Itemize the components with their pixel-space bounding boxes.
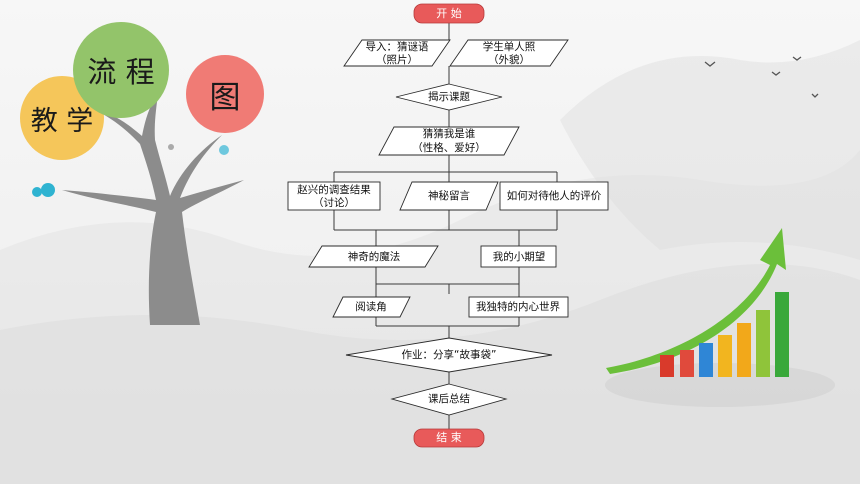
end-terminal — [413, 428, 485, 448]
magic-node — [308, 245, 439, 268]
bird-icon — [771, 71, 781, 76]
zhao-survey-node — [287, 181, 381, 211]
bar — [660, 355, 674, 377]
title-circle-chart: 图 — [186, 55, 264, 133]
zhao-survey-sub: （讨论） — [313, 196, 355, 209]
bar — [680, 350, 694, 377]
title-text-chart: 图 — [209, 79, 241, 116]
homework-label: 作业：分享“故事袋” — [402, 348, 497, 361]
dot-decoration — [219, 145, 229, 155]
bar-group — [660, 292, 789, 377]
intro-riddle-sub: （照片） — [376, 53, 418, 66]
how-treat-node — [499, 181, 609, 211]
bar — [775, 292, 789, 377]
inner-world-label: 我独特的内心世界 — [476, 300, 560, 313]
how-treat-label: 如何对待他人的评价 — [507, 189, 602, 202]
birds — [704, 56, 819, 98]
bird-icon — [811, 93, 819, 98]
inner-world-node — [468, 296, 569, 318]
zhao-survey-label: 赵兴的调查结果 — [297, 183, 371, 196]
bar — [737, 323, 751, 377]
guess-who-node — [378, 126, 520, 156]
bar — [718, 335, 732, 377]
guess-who-label: 猜猜我是谁 — [423, 127, 476, 140]
mountain-right — [560, 40, 860, 260]
tree-graphic — [32, 67, 253, 325]
bird-icon — [792, 56, 802, 61]
secret-message-label: 神秘留言 — [428, 189, 470, 202]
intro-photo-sub: （外貌） — [488, 53, 530, 66]
reading-corner-node — [332, 296, 411, 318]
intro-riddle-label: 导入：猜谜语 — [366, 40, 429, 53]
title-text-teach: 教 学 — [30, 105, 94, 137]
bird-icon — [704, 61, 716, 67]
flowchart-connectors — [333, 22, 558, 429]
growth-arrow — [606, 228, 786, 374]
title-circle-flow: 流 程 — [73, 22, 169, 118]
intro-riddle-node — [343, 39, 451, 67]
intro-photo-label: 学生单人照 — [483, 40, 536, 53]
intro-photo-node — [449, 39, 569, 67]
bar — [699, 343, 713, 377]
little-hope-label: 我的小期望 — [493, 250, 546, 263]
summary-node — [390, 383, 508, 416]
reveal-topic-label: 揭示课题 — [428, 90, 470, 103]
start-label: 开 始 — [436, 6, 462, 20]
tree-trunk — [62, 94, 244, 325]
homework-node — [345, 337, 553, 373]
dot-decoration — [168, 144, 174, 150]
dot-decoration — [32, 187, 42, 197]
little-hope-node — [480, 245, 557, 268]
bar — [756, 310, 770, 377]
guess-who-sub: （性格、爱好） — [412, 141, 486, 154]
reveal-topic-node — [395, 83, 503, 111]
magic-label: 神奇的魔法 — [348, 250, 401, 263]
mountain-near — [0, 264, 860, 484]
summary-label: 课后总结 — [428, 392, 470, 405]
title-text-flow: 流 程 — [87, 55, 155, 89]
end-label: 结 束 — [436, 431, 462, 444]
secret-message-node — [399, 181, 499, 211]
reading-corner-label: 阅读角 — [355, 300, 387, 313]
start-terminal — [413, 3, 485, 24]
dot-decoration — [41, 183, 55, 197]
